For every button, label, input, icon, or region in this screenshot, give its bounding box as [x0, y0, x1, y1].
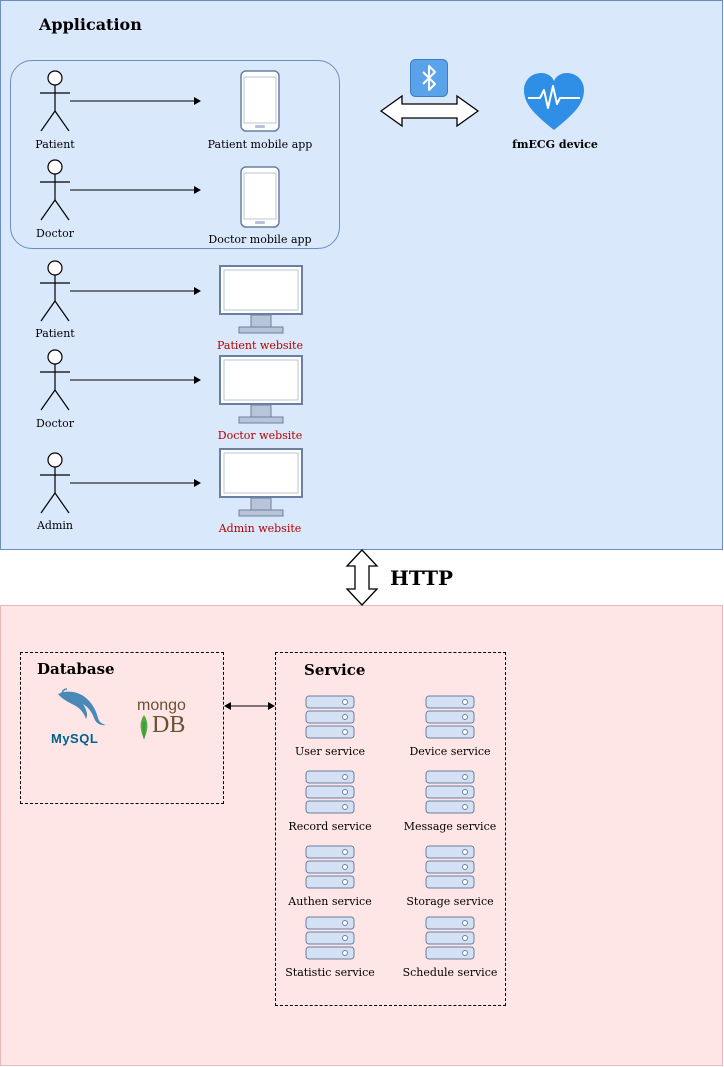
mongodb-leaf-icon	[140, 715, 148, 739]
service-label: Schedule service	[402, 966, 498, 979]
server-stack-icon	[305, 916, 355, 960]
service-label: Storage service	[406, 895, 494, 908]
server-stack-icon	[425, 845, 475, 889]
server-stack-icon	[425, 770, 475, 814]
arrow-doctor-mobile	[70, 186, 201, 194]
actor-label-admin: Admin	[36, 519, 74, 532]
service-label: Record service	[288, 820, 372, 833]
doctor-actor-icon	[40, 349, 70, 411]
doctor-mobile-app-label: Doctor mobile app	[208, 233, 312, 246]
monitor-icon	[219, 448, 303, 517]
server-stack-icon	[425, 695, 475, 739]
admin-actor-icon	[40, 452, 70, 514]
application-panel	[0, 0, 723, 550]
heart-ecg-icon	[524, 73, 584, 130]
patient-mobile-app-label: Patient mobile app	[207, 138, 313, 151]
service-label: Message service	[403, 820, 497, 833]
doctor-website-label: Doctor website	[217, 429, 303, 442]
monitor-icon	[219, 265, 303, 334]
application-title: Application	[39, 15, 142, 34]
http-label: HTTP	[390, 566, 453, 590]
mysql-logo-text: MySQL	[51, 731, 99, 746]
bluetooth-icon	[410, 59, 448, 97]
mysql-dolphin-icon	[58, 688, 106, 726]
database-box	[20, 652, 224, 804]
actor-label-patient: Patient	[35, 327, 75, 340]
doctor-actor-icon	[40, 159, 70, 221]
patient-actor-icon	[40, 260, 70, 322]
server-stack-icon	[305, 770, 355, 814]
server-stack-icon	[305, 845, 355, 889]
arrow-patient-mobile	[70, 97, 201, 105]
bidirectional-arrow-bluetooth	[379, 94, 480, 128]
admin-website-label: Admin website	[218, 522, 302, 535]
backend-panel	[0, 605, 723, 1066]
service-box	[275, 652, 506, 1006]
service-label: User service	[295, 745, 365, 758]
monitor-icon	[219, 355, 303, 424]
arrow-patient-website	[70, 287, 201, 295]
arrow-admin-website	[70, 479, 201, 487]
patient-website-label: Patient website	[217, 339, 303, 352]
phone-icon	[240, 70, 280, 132]
actor-label-patient: Patient	[35, 138, 75, 151]
fmecg-device-label: fmECG device	[512, 138, 598, 151]
actor-label-doctor: Doctor	[36, 227, 74, 240]
server-stack-icon	[425, 916, 475, 960]
service-label: Device service	[409, 745, 491, 758]
phone-icon	[240, 166, 280, 228]
mobile-app-group	[10, 60, 340, 249]
database-title: Database	[37, 660, 115, 678]
service-title: Service	[304, 661, 366, 679]
arrow-doctor-website	[70, 376, 201, 384]
mongodb-logo-bottom: DB	[152, 712, 186, 738]
service-label: Authen service	[288, 895, 372, 908]
service-label: Statistic service	[285, 966, 375, 979]
db-service-connector	[224, 702, 275, 710]
server-stack-icon	[305, 695, 355, 739]
actor-label-doctor: Doctor	[36, 417, 74, 430]
patient-actor-icon	[40, 70, 70, 132]
mongodb-logo-top: mongo	[137, 697, 186, 714]
http-bidirectional-arrow	[345, 549, 379, 606]
